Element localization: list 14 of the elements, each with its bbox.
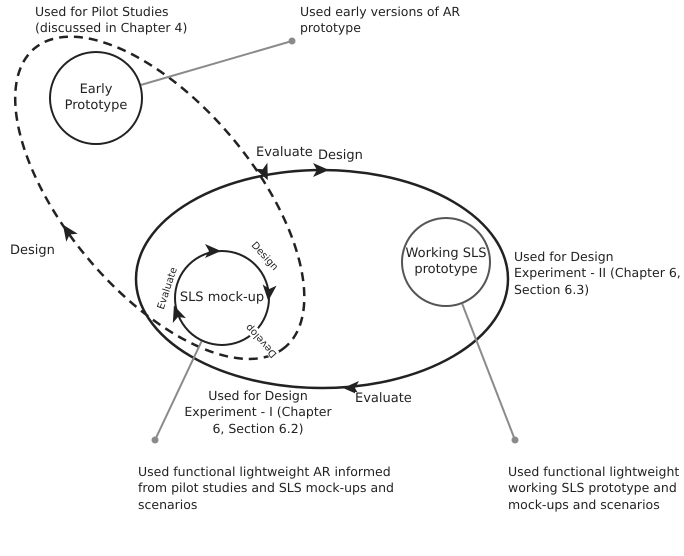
caption-text: Used for Design Experiment - I (Chapter 6, Section 6.2): [183, 388, 333, 437]
note-text: Used functional lightweight AR informed from pilot studies and SLS mock-ups and scenarios: [138, 464, 395, 513]
caption-text: Used for Pilot Studies (discussed in Chapter 4): [35, 4, 188, 36]
caption-text: Used for Design Experiment - II (Chapter 6, Section 6.3): [514, 249, 682, 298]
node-label: SLS mock-up: [178, 290, 266, 306]
note-text: Used functional lightweight working SLS prototype and mock-ups and scenarios: [508, 464, 680, 513]
leader-line: [152, 340, 202, 444]
node-label: Early Prototype: [64, 82, 128, 114]
note-text: Used early versions of AR prototype: [300, 4, 462, 36]
cycle-step-label: Design: [318, 149, 363, 164]
node-label: Working SLS prototype: [404, 246, 488, 278]
leader-line: [461, 304, 518, 444]
cycle-step-label: Design: [10, 244, 55, 258]
leader-line: [140, 38, 296, 86]
